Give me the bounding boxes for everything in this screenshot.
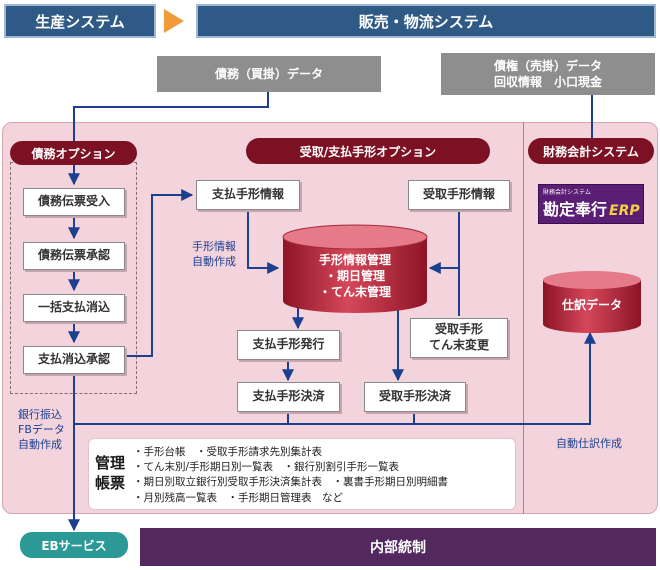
production-system-label: 生産システム <box>35 12 125 31</box>
db-line-2: ・期日管理 <box>324 269 385 284</box>
debt-option-label: 債務オプション <box>31 146 116 161</box>
pay-notes-issue-box: 支払手形発行 <box>237 330 340 360</box>
logo-small-text: 財務会計システム <box>543 189 591 196</box>
pay-notes-info-label: 支払手形情報 <box>211 187 284 202</box>
debt-voucher-approve-box: 債務伝票承認 <box>23 242 125 270</box>
management-reports-title: 管理 帳票 <box>95 453 125 494</box>
bank-fb-note: 銀行振込 FBデータ 自動作成 <box>18 408 65 453</box>
sales-logistics-header: 販売・物流システム <box>196 4 656 38</box>
bank-note-line-3: 自動作成 <box>18 437 62 451</box>
management-reports-box: 管理 帳票 ・手形台帳 ・受取手形請求先別集計表 ・てん末別/手形期日別一覧表 … <box>88 438 516 510</box>
debt-data-label: 債務（買掛）データ <box>214 66 323 81</box>
recv-change-line-1: 受取手形 <box>434 322 483 337</box>
notes-option-label: 受取/支払手形オプション <box>299 144 437 159</box>
pay-notes-settle-label: 支払手形決済 <box>252 389 325 404</box>
debt-step-1-label: 債務伝票受入 <box>37 194 110 209</box>
payment-clear-approve-box: 支払消込承認 <box>23 346 125 374</box>
credit-data-bar: 債権（売掛）データ 回収情報 小口現金 <box>441 53 655 95</box>
internal-control-label: 内部統制 <box>370 540 426 556</box>
auto-notes-note: 手形情報 自動作成 <box>192 240 252 270</box>
mgmt-label-2: 帳票 <box>95 474 126 493</box>
journal-data-label: 仕訳データ <box>561 298 622 312</box>
auto-notes-line-2: 自動作成 <box>192 254 236 268</box>
logo-suffix-text: ERP <box>609 203 640 219</box>
management-reports-list: ・手形台帳 ・受取手形請求先別集計表 ・てん末別/手形期日別一覧表 ・銀行別割引… <box>133 445 448 506</box>
sales-logistics-label: 販売・物流システム <box>358 12 494 31</box>
logo-main-text: 勘定奉行 <box>543 200 608 219</box>
bulk-payment-clear-box: 一括支払消込 <box>23 294 125 322</box>
debt-step-3-label: 一括支払消込 <box>37 300 110 315</box>
mgmt-line-3: ・期日別取立銀行別受取手形決済集計表 ・裏書手形期日別明細書 <box>133 476 448 489</box>
mgmt-line-1: ・手形台帳 ・受取手形請求先別集計表 <box>133 446 322 458</box>
recv-notes-change-box: 受取手形 てん末変更 <box>410 318 508 358</box>
recv-notes-info-box: 受取手形情報 <box>408 180 510 210</box>
kanjo-bugyo-logo: 財務会計システム 勘定奉行 ERP <box>538 184 644 224</box>
flow-arrow-icon <box>164 9 184 33</box>
accounting-system-pill: 財務会計システム <box>528 138 654 164</box>
notes-database-label: 手形情報管理 ・期日管理 ・てん末管理 <box>282 252 428 301</box>
auto-notes-line-1: 手形情報 <box>192 240 236 253</box>
credit-data-line-1: 債権（売掛）データ <box>493 58 602 73</box>
debt-step-2-label: 債務伝票承認 <box>37 248 110 263</box>
internal-control-bar: 内部統制 <box>140 528 656 566</box>
credit-data-line-2: 回収情報 小口現金 <box>493 75 602 89</box>
mgmt-line-2: ・てん末別/手形期日別一覧表 ・銀行別割引手形一覧表 <box>133 461 400 474</box>
pay-notes-issue-label: 支払手形発行 <box>252 337 325 352</box>
recv-change-line-2: てん末変更 <box>428 338 489 352</box>
notes-database-icon <box>282 224 428 313</box>
db-line-1: 手形情報管理 <box>318 253 391 267</box>
recv-notes-info-label: 受取手形情報 <box>422 187 495 202</box>
bank-note-line-2: FBデータ <box>18 422 65 436</box>
db-line-3: ・てん末管理 <box>318 285 391 300</box>
recv-notes-settle-label: 受取手形決済 <box>378 389 451 404</box>
pay-notes-settle-box: 支払手形決済 <box>237 382 340 412</box>
notes-option-pill: 受取/支払手形オプション <box>246 138 490 164</box>
debt-step-4-label: 支払消込承認 <box>37 352 110 367</box>
recv-notes-settle-box: 受取手形決済 <box>364 382 466 412</box>
mgmt-label-1: 管理 <box>95 454 126 472</box>
journal-data-icon <box>543 271 641 333</box>
debt-voucher-receive-box: 債務伝票受入 <box>23 188 125 216</box>
debt-option-pill: 債務オプション <box>10 141 137 165</box>
accounting-system-label: 財務会計システム <box>543 144 639 159</box>
bank-note-line-1: 銀行振込 <box>18 408 62 421</box>
panel-divider <box>523 122 524 514</box>
auto-journal-note: 自動仕訳作成 <box>556 437 622 450</box>
debt-data-bar: 債務（買掛）データ <box>157 56 381 92</box>
production-system-header: 生産システム <box>4 4 156 38</box>
eb-service-badge: EBサービス <box>20 532 128 558</box>
pay-notes-info-box: 支払手形情報 <box>196 180 300 210</box>
mgmt-line-4: ・月別残高一覧表 ・手形期日管理表 など <box>133 491 343 504</box>
eb-service-label: EBサービス <box>41 538 107 553</box>
